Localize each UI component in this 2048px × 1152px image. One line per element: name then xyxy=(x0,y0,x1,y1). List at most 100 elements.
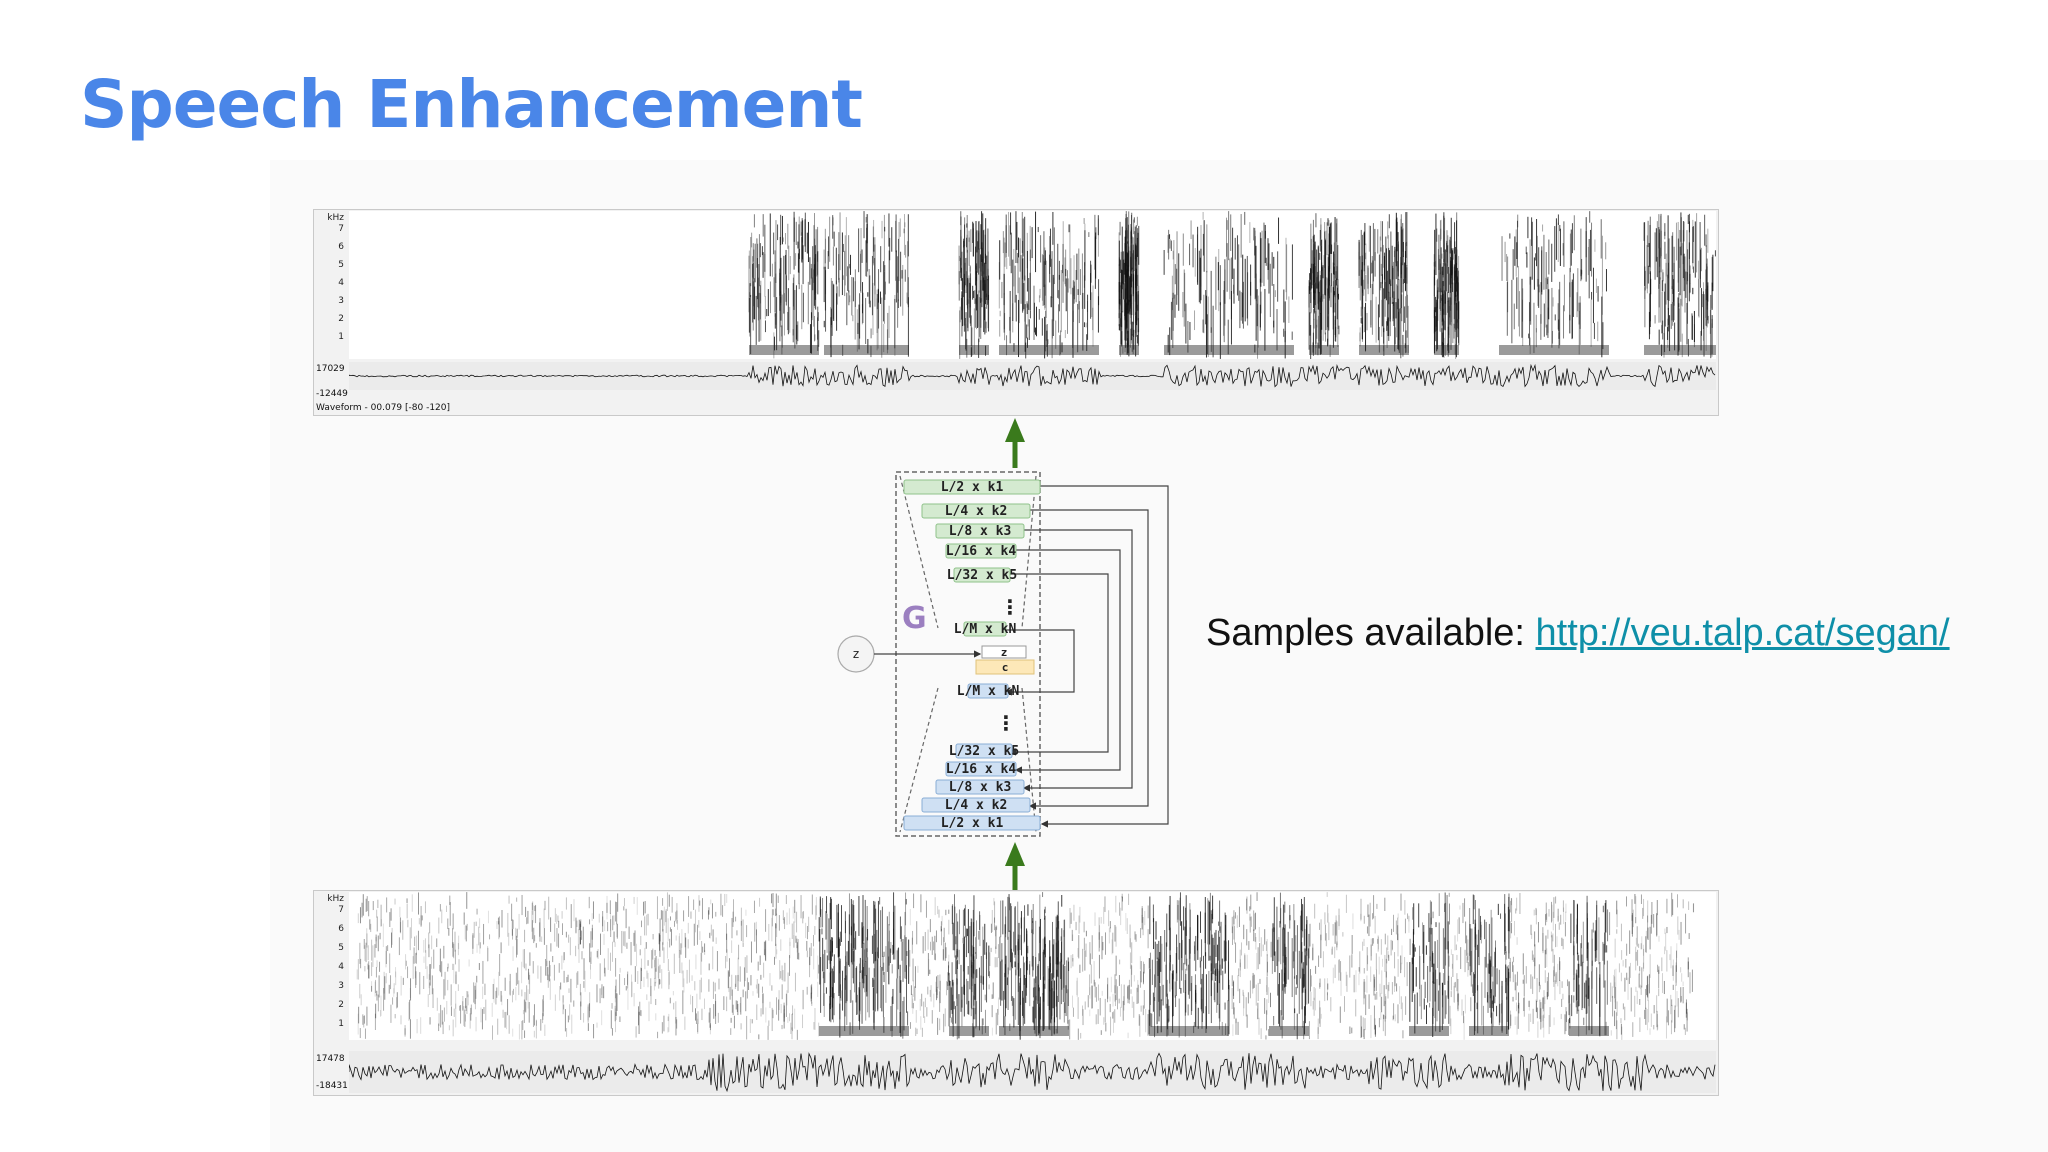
decoder-layer-label: L/M x kN xyxy=(957,684,1020,699)
axis-tick: 1 xyxy=(338,1019,344,1029)
decoder-ellipsis: ⋮ xyxy=(996,711,1016,735)
output-arrow-head xyxy=(1005,418,1025,442)
axis-tick: 2 xyxy=(338,1000,344,1010)
encoder-layer xyxy=(945,543,1017,559)
spectrogram-low-band xyxy=(1149,1026,1229,1036)
skip-connection-3 xyxy=(1022,529,1133,792)
decoder-layer xyxy=(921,797,1031,813)
axis-tick: 7 xyxy=(338,905,344,915)
axis-tick: 4 xyxy=(338,962,344,972)
encoder-layer-label: L/4 x k2 xyxy=(945,504,1008,519)
noise-z-label: z xyxy=(853,647,859,661)
spectrogram-low-band xyxy=(1269,1026,1309,1036)
encoder-layers: L/2 x k1 L/4 x k2 L/8 x k3 L/16 x k4 L/3… xyxy=(903,479,1041,637)
skip-connections xyxy=(1004,485,1169,828)
axis-tick: 3 xyxy=(338,296,344,306)
encoder-layer xyxy=(953,567,1011,583)
slide-title: Speech Enhancement xyxy=(80,66,863,143)
encoder-layer-label: L/2 x k1 xyxy=(941,480,1004,495)
noisy-spectrogram-graphic xyxy=(356,892,1695,1040)
waveform-trace xyxy=(348,363,1716,388)
spectrogram-low-band xyxy=(749,345,819,355)
latent-z-label: z xyxy=(1001,646,1008,659)
waveform-min-value: -12449 xyxy=(316,389,348,399)
skip-connection-5 xyxy=(1008,573,1109,756)
encoder-layer-label: L/8 x k3 xyxy=(949,524,1012,539)
segan-generator-diagram: G L/2 x k1 L/4 x k2 L/8 x k3 L/16 x k4 L… xyxy=(837,418,1169,890)
noisy-waveform-graphic xyxy=(348,1052,1716,1093)
samples-availability-text: Samples available: http://veu.talp.cat/s… xyxy=(1206,612,1950,655)
skip-connection-1 xyxy=(1040,485,1169,828)
samples-link[interactable]: http://veu.talp.cat/segan/ xyxy=(1535,612,1950,654)
encoder-layer xyxy=(963,621,1007,637)
frequency-axis: kHz 7 6 5 4 3 2 1 xyxy=(314,210,348,360)
axis-tick: 6 xyxy=(338,924,344,934)
encoder-layer xyxy=(921,503,1031,519)
waveform-max-value: 17478 xyxy=(316,1054,345,1064)
decoder-layer-label: L/2 x k1 xyxy=(941,816,1004,831)
spectrogram-low-band xyxy=(1409,1026,1449,1036)
decoder-layer-label: L/8 x k3 xyxy=(949,780,1012,795)
noisy-spectrogram-panel: kHz 7 6 5 4 3 2 1 17478 -18431 xyxy=(313,890,1719,1096)
spectrogram-low-band xyxy=(959,345,989,355)
decoder-layers: L/M x kN ⋮ L/32 x k5 L/16 x k4 L/8 x k3 … xyxy=(903,683,1041,831)
enhanced-spectrogram-graphic xyxy=(748,211,1716,359)
decoder-layer xyxy=(967,683,1009,699)
decoder-layer-label: L/16 x k4 xyxy=(946,762,1017,777)
skip-connection-2 xyxy=(1028,509,1149,810)
skip-connection-4 xyxy=(1014,549,1121,774)
waveform-trace xyxy=(348,1052,1716,1093)
enhanced-spectrogram-panel: kHz 7 6 5 4 3 2 1 17029 -12449 Waveform … xyxy=(313,209,1719,416)
encoder-layer-label: L/32 x k5 xyxy=(947,568,1017,583)
decoder-layer xyxy=(945,761,1017,777)
decoder-layer-label: L/32 x k5 xyxy=(949,744,1019,759)
spectrogram-low-band xyxy=(999,345,1099,355)
waveform-caption: Waveform - 00.079 [-80 -120] xyxy=(316,403,451,413)
spectrogram-low-band xyxy=(1164,345,1294,355)
waveform-max-value: 17029 xyxy=(316,364,345,374)
spectrogram-low-band xyxy=(819,1026,909,1036)
decoder-layer-label: L/4 x k2 xyxy=(945,798,1008,813)
enhanced-spectrogram-image xyxy=(349,211,1716,359)
noisy-spectrogram-image xyxy=(349,892,1716,1040)
spectrogram-low-band xyxy=(1359,345,1409,355)
samples-label: Samples available: xyxy=(1206,612,1536,654)
axis-tick: 2 xyxy=(338,314,344,324)
axis-tick: 5 xyxy=(338,943,344,953)
enhanced-waveform-graphic xyxy=(348,363,1716,388)
latent-z-box xyxy=(981,645,1027,659)
condition-c-box xyxy=(975,659,1035,675)
encoder-ellipsis: ⋮ xyxy=(1000,595,1020,619)
encoder-layer xyxy=(935,523,1025,539)
input-arrow-head xyxy=(1005,842,1025,866)
spectrogram-low-band xyxy=(1469,1026,1509,1036)
spectrogram-low-band xyxy=(824,345,909,355)
spectrogram-low-band xyxy=(1309,345,1339,355)
spectrogram-low-band xyxy=(1434,345,1459,355)
frequency-axis: kHz 7 6 5 4 3 2 1 xyxy=(314,891,348,1041)
skip-connection-6 xyxy=(1004,629,1075,696)
axis-tick: 5 xyxy=(338,260,344,270)
spectrogram-low-band xyxy=(999,1026,1069,1036)
axis-unit-label: kHz xyxy=(327,894,344,904)
axis-tick: 4 xyxy=(338,278,344,288)
spectrogram-low-band xyxy=(1644,345,1716,355)
encoder-layer-label: L/16 x k4 xyxy=(946,544,1017,559)
encoder-layer xyxy=(903,479,1041,495)
waveform-min-value: -18431 xyxy=(316,1081,348,1091)
noisy-waveform xyxy=(348,1051,1716,1093)
axis-unit-label: kHz xyxy=(327,213,344,223)
enhanced-waveform xyxy=(348,362,1716,390)
decoder-layer xyxy=(955,743,1013,759)
decoder-funnel-left xyxy=(899,687,939,833)
axis-tick: 3 xyxy=(338,981,344,991)
spectrogram-low-band xyxy=(1569,1026,1609,1036)
spectrogram-low-band xyxy=(1119,345,1139,355)
decoder-layer xyxy=(935,779,1025,795)
spectrogram-low-band xyxy=(949,1026,989,1036)
spectrogram-low-band xyxy=(1499,345,1609,355)
axis-tick: 6 xyxy=(338,242,344,252)
generator-label: G xyxy=(902,601,927,636)
condition-c-label: c xyxy=(1002,661,1009,674)
decoder-layer xyxy=(903,815,1041,831)
